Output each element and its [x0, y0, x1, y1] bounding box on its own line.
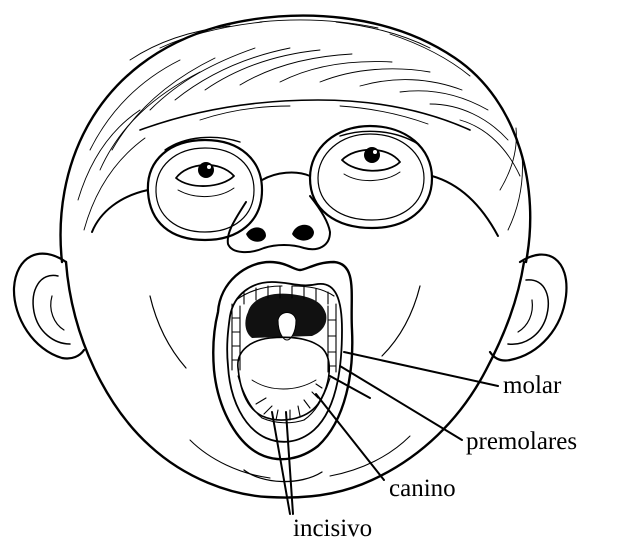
nose — [228, 196, 330, 252]
pointer-lines — [272, 352, 498, 514]
hair — [61, 16, 531, 262]
label-premolares: premolares — [466, 428, 577, 455]
right-eye — [342, 147, 400, 181]
label-canino: canino — [389, 475, 456, 502]
open-mouth — [213, 262, 352, 459]
right-ear — [490, 255, 566, 361]
molar-pointer — [344, 352, 498, 386]
left-eye — [176, 162, 234, 197]
premolares-pointer-1 — [340, 366, 462, 440]
label-incisivo: incisivo — [293, 515, 372, 542]
glasses — [92, 126, 498, 240]
boy-illustration — [14, 16, 567, 498]
label-molar: molar — [503, 372, 562, 399]
